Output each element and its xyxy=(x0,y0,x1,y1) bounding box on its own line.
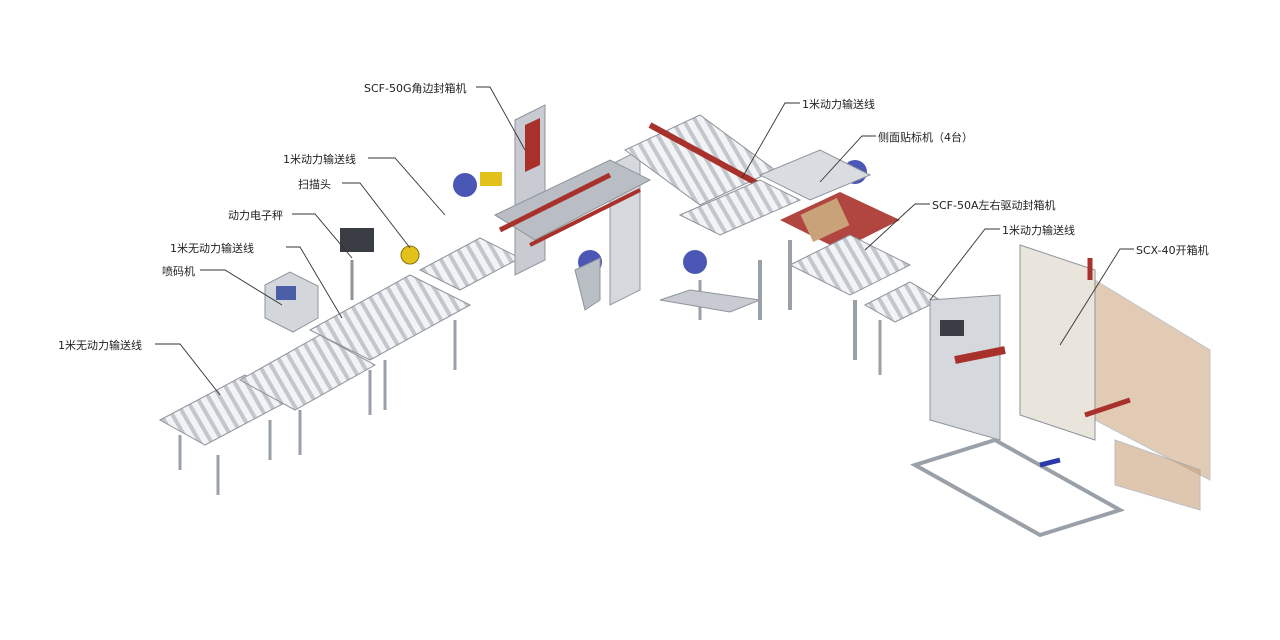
unpowered-conveyor-right xyxy=(863,281,942,375)
scf50g-case-sealer xyxy=(493,104,652,311)
label-powered-conveyor-left: 1米动力输送线 xyxy=(283,153,356,166)
label-scf50g: SCF-50G角边封箱机 xyxy=(364,82,467,95)
label-scx40: SCX-40开箱机 xyxy=(1136,244,1209,257)
scx40-case-erector xyxy=(909,244,1211,538)
inkjet-printer xyxy=(264,271,319,333)
label-powered-conveyor-top: 1米动力输送线 xyxy=(802,98,875,111)
label-unpowered-conveyor-right: 1米无动力输送线 xyxy=(170,242,254,255)
electronic-scale-conveyor xyxy=(308,228,472,410)
label-unpowered-conveyor-left: 1米无动力输送线 xyxy=(58,339,142,352)
label-scf50a: SCF-50A左右驱动封箱机 xyxy=(932,199,1056,212)
scanner-head xyxy=(400,245,420,265)
label-scale: 动力电子秤 xyxy=(228,209,283,222)
label-powered-conveyor-mid: 1米动力输送线 xyxy=(1002,224,1075,237)
label-scanner: 扫描头 xyxy=(298,178,331,191)
powered-conveyor-inkjet xyxy=(238,334,377,455)
leader-lines xyxy=(155,86,1134,396)
side-labelers xyxy=(659,149,872,320)
label-side-labeler: 侧面贴标机（4台） xyxy=(878,131,973,144)
label-inkjet: 喷码机 xyxy=(162,265,195,278)
scf50a-case-sealer xyxy=(758,192,912,360)
unpowered-conveyor-left xyxy=(158,374,292,495)
